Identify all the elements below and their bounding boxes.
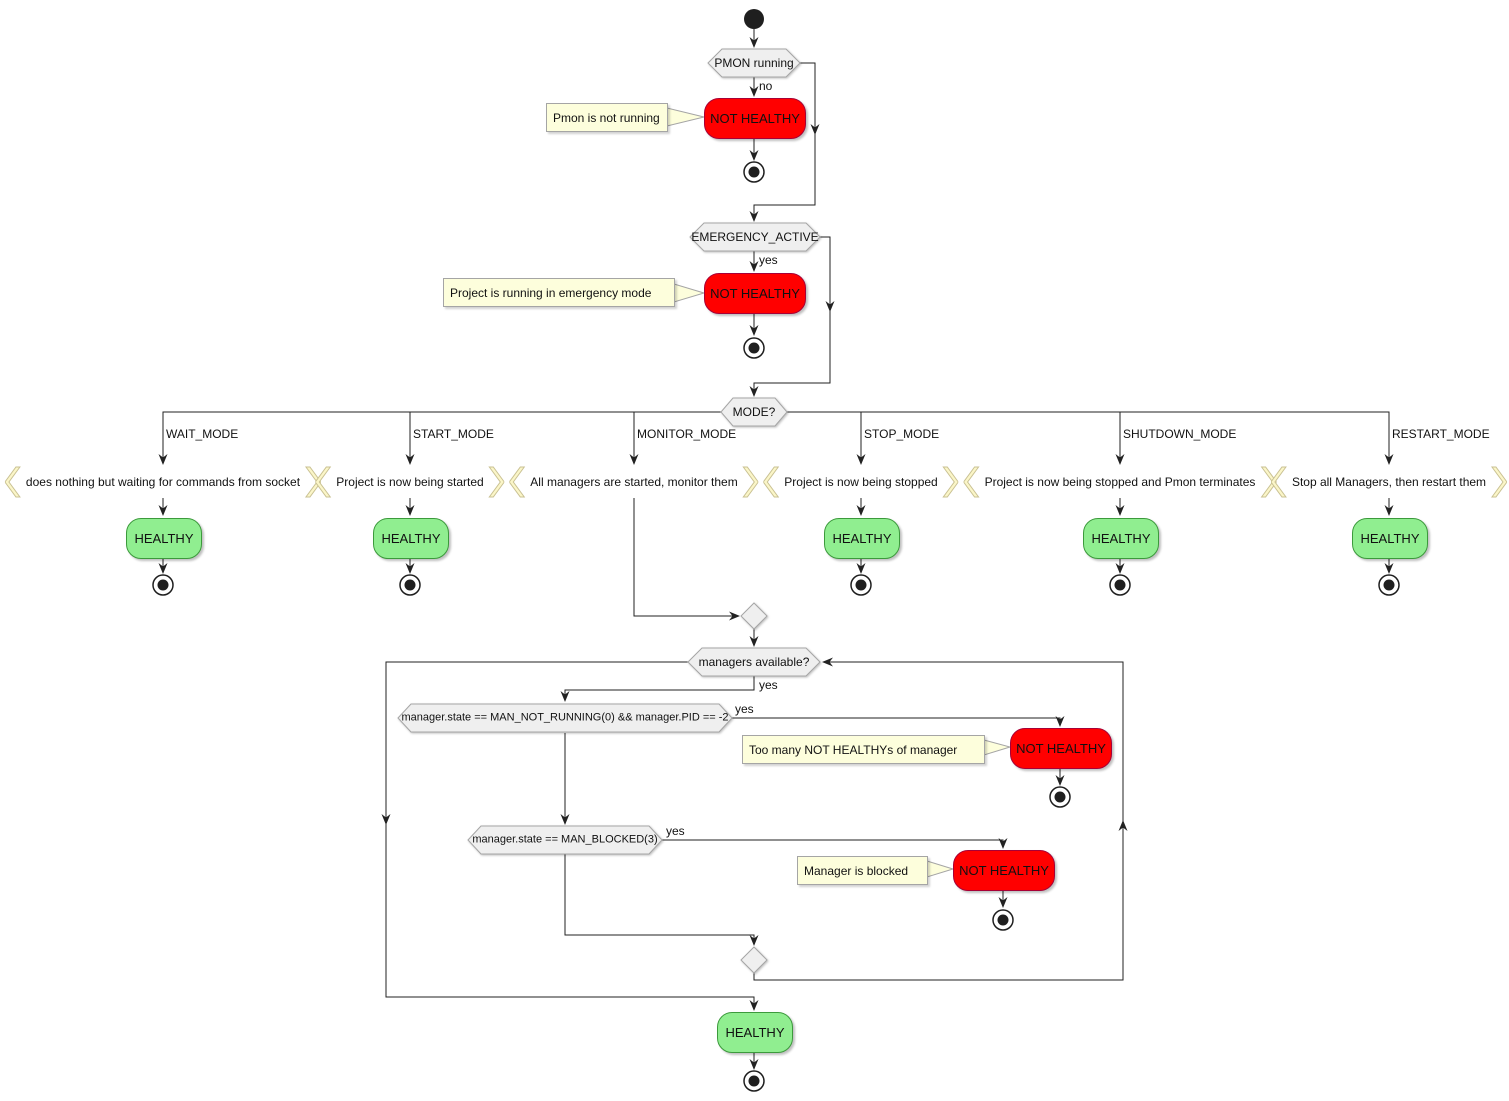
decision-pmon-label: PMON running xyxy=(714,56,794,70)
signal-stop-mode: Project is now being stopped xyxy=(763,466,959,498)
end-node-shutdown xyxy=(1109,574,1131,596)
note-too-many-not-healthy: Too many NOT HEALTHYs of manager xyxy=(742,735,985,764)
note-text: Pmon is not running xyxy=(553,110,660,125)
signal-text: Project is now being stopped xyxy=(784,475,938,489)
note-pointer xyxy=(673,283,706,303)
signal-close-bracket-icon xyxy=(488,466,505,498)
end-node-too-many xyxy=(1049,786,1071,808)
activity-label: HEALTHY xyxy=(134,531,194,546)
end-node-start xyxy=(399,574,421,596)
decision-managers-shape xyxy=(687,647,821,677)
edge-label-yes-not-running: yes xyxy=(735,702,754,716)
edge-label-start-mode: START_MODE xyxy=(413,427,494,441)
decision-man-not-running-shape xyxy=(397,703,733,733)
decision-emergency-shape xyxy=(689,222,821,252)
edge-label-restart-mode: RESTART_MODE xyxy=(1392,427,1490,441)
activity-healthy-restart: HEALTHY xyxy=(1352,518,1428,559)
signal-text: Project is now being started xyxy=(336,475,484,489)
decision-mode-shape xyxy=(720,397,788,427)
signal-shutdown-mode: Project is now being stopped and Pmon te… xyxy=(963,466,1277,498)
signal-open-bracket-icon xyxy=(315,466,332,498)
signal-restart-mode: Stop all Managers, then restart them xyxy=(1270,466,1508,498)
activity-label: NOT HEALTHY xyxy=(1016,741,1106,756)
note-text: Project is running in emergency mode xyxy=(450,285,652,300)
activity-healthy-wait: HEALTHY xyxy=(126,518,202,559)
activity-label: HEALTHY xyxy=(725,1025,785,1040)
note-emergency-mode: Project is running in emergency mode xyxy=(443,278,675,307)
edge-label-wait-mode: WAIT_MODE xyxy=(166,427,239,441)
edge-label-no: no xyxy=(759,79,773,93)
activity-label: NOT HEALTHY xyxy=(959,863,1049,878)
decision-man-blocked-shape xyxy=(467,825,663,855)
signal-open-bracket-icon xyxy=(1270,466,1287,498)
activity-healthy-start: HEALTHY xyxy=(373,518,449,559)
end-node-pmon xyxy=(743,161,765,183)
activity-not-healthy-emergency: NOT HEALTHY xyxy=(704,273,806,314)
signal-text: All managers are started, monitor them xyxy=(530,475,738,489)
activity-label: NOT HEALTHY xyxy=(710,111,800,126)
activity-label: HEALTHY xyxy=(1360,531,1420,546)
signal-close-bracket-icon xyxy=(742,466,759,498)
edge-label-monitor-mode: MONITOR_MODE xyxy=(637,427,737,441)
activity-healthy-shutdown: HEALTHY xyxy=(1083,518,1159,559)
signal-text: Project is now being stopped and Pmon te… xyxy=(984,475,1256,489)
signal-open-bracket-icon xyxy=(963,466,980,498)
note-text: Too many NOT HEALTHYs of manager xyxy=(749,742,958,757)
activity-label: HEALTHY xyxy=(1091,531,1151,546)
note-pmon-not-running: Pmon is not running xyxy=(546,103,668,132)
end-node-stop xyxy=(850,574,872,596)
decision-pmon-shape xyxy=(707,48,801,78)
end-node-final xyxy=(743,1070,765,1092)
activity-label: NOT HEALTHY xyxy=(710,286,800,301)
activity-healthy-final: HEALTHY xyxy=(717,1012,793,1053)
activity-label: HEALTHY xyxy=(381,531,441,546)
start-node xyxy=(744,9,764,29)
connectors xyxy=(162,29,1390,1068)
arrowheads xyxy=(158,37,1394,1070)
signal-close-bracket-icon xyxy=(942,466,959,498)
decision-mode-label: MODE? xyxy=(732,405,776,419)
signal-wait-mode: does nothing but waiting for commands fr… xyxy=(4,466,322,498)
edge-label-yes-emergency: yes xyxy=(759,253,778,267)
note-pointer xyxy=(926,860,955,878)
edge-label-stop-mode: STOP_MODE xyxy=(864,427,940,441)
signal-text: does nothing but waiting for commands fr… xyxy=(25,475,301,489)
edge-label-yes-blocked: yes xyxy=(666,824,685,838)
end-node-restart xyxy=(1378,574,1400,596)
signal-monitor-mode: All managers are started, monitor them xyxy=(509,466,759,498)
note-pointer xyxy=(666,107,705,127)
merge-diamond-bottom xyxy=(740,946,768,974)
decision-managers-label: managers available? xyxy=(698,655,810,669)
signal-open-bracket-icon xyxy=(4,466,21,498)
note-text: Manager is blocked xyxy=(804,863,909,878)
signal-open-bracket-icon xyxy=(763,466,780,498)
signal-start-mode: Project is now being started xyxy=(315,466,505,498)
activity-not-healthy-blocked: NOT HEALTHY xyxy=(953,850,1055,891)
note-pointer xyxy=(983,739,1012,756)
decision-man-blocked-label: manager.state == MAN_BLOCKED(3) xyxy=(472,833,658,846)
activity-label: HEALTHY xyxy=(832,531,892,546)
decision-emergency-label: EMERGENCY_ACTIVE xyxy=(691,230,819,244)
merge-diamond-top xyxy=(740,602,768,630)
activity-not-healthy-pmon: NOT HEALTHY xyxy=(704,98,806,139)
end-node-emergency xyxy=(743,337,765,359)
note-manager-blocked: Manager is blocked xyxy=(797,856,928,885)
activity-not-healthy-too-many: NOT HEALTHY xyxy=(1010,728,1112,769)
signal-open-bracket-icon xyxy=(509,466,526,498)
signal-close-bracket-icon xyxy=(1491,466,1508,498)
edge-label-shutdown-mode: SHUTDOWN_MODE xyxy=(1123,427,1237,441)
end-node-wait xyxy=(152,574,174,596)
signal-text: Stop all Managers, then restart them xyxy=(1291,475,1487,489)
decision-man-not-running-label: manager.state == MAN_NOT_RUNNING(0) && m… xyxy=(401,711,729,724)
activity-healthy-stop: HEALTHY xyxy=(824,518,900,559)
edge-label-yes-managers: yes xyxy=(759,678,778,692)
end-node-blocked xyxy=(992,909,1014,931)
